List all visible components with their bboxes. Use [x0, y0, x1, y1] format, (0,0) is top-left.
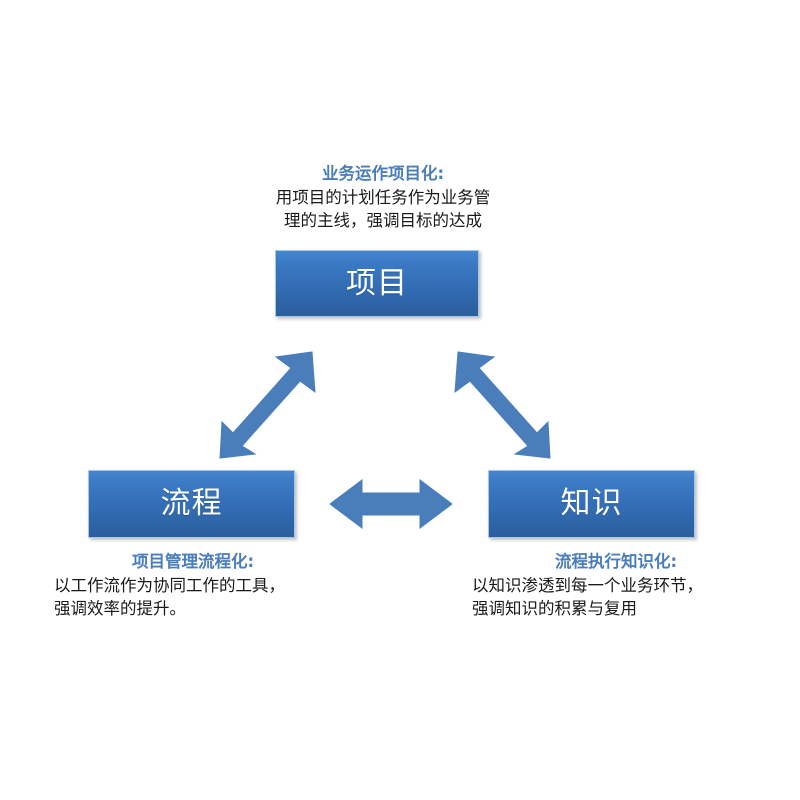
node-process-label: 流程	[160, 486, 223, 521]
caption-top-line1: 用项目的计划任务作为业务管	[275, 187, 491, 207]
caption-left: 项目管理流程化: 以工作流作为协同工作的工具， 强调效率的提升。	[54, 550, 354, 621]
node-project-label: 项目	[346, 265, 408, 301]
caption-left-line1: 以工作流作为协同工作的工具，	[54, 575, 285, 595]
caption-right: 流程执行知识化: 以知识渗透到每一个业务环节， 强调知识的积累与复用	[472, 550, 772, 621]
double-arrow-diagonal-up-left-icon	[450, 348, 554, 460]
caption-top-title: 业务运作项目化:	[321, 164, 445, 183]
double-arrow-diagonal-up-right-icon	[216, 348, 320, 460]
caption-right-line1: 以知识渗透到每一个业务环节，	[472, 575, 703, 595]
caption-top: 业务运作项目化: 用项目的计划任务作为业务管 理的主线，强调目标的达成	[228, 162, 538, 233]
caption-right-title: 流程执行知识化:	[554, 552, 678, 571]
node-knowledge[interactable]: 知识	[488, 470, 695, 538]
node-process[interactable]: 流程	[88, 470, 295, 538]
caption-top-line2: 理的主线，强调目标的达成	[284, 211, 482, 231]
double-arrow-horizontal-icon	[330, 478, 452, 530]
caption-left-line2: 强调效率的提升。	[54, 599, 186, 619]
caption-left-title: 项目管理流程化:	[131, 552, 255, 571]
caption-right-line2: 强调知识的积累与复用	[472, 599, 637, 619]
node-project[interactable]: 项目	[275, 250, 479, 317]
node-knowledge-label: 知识	[560, 486, 623, 521]
